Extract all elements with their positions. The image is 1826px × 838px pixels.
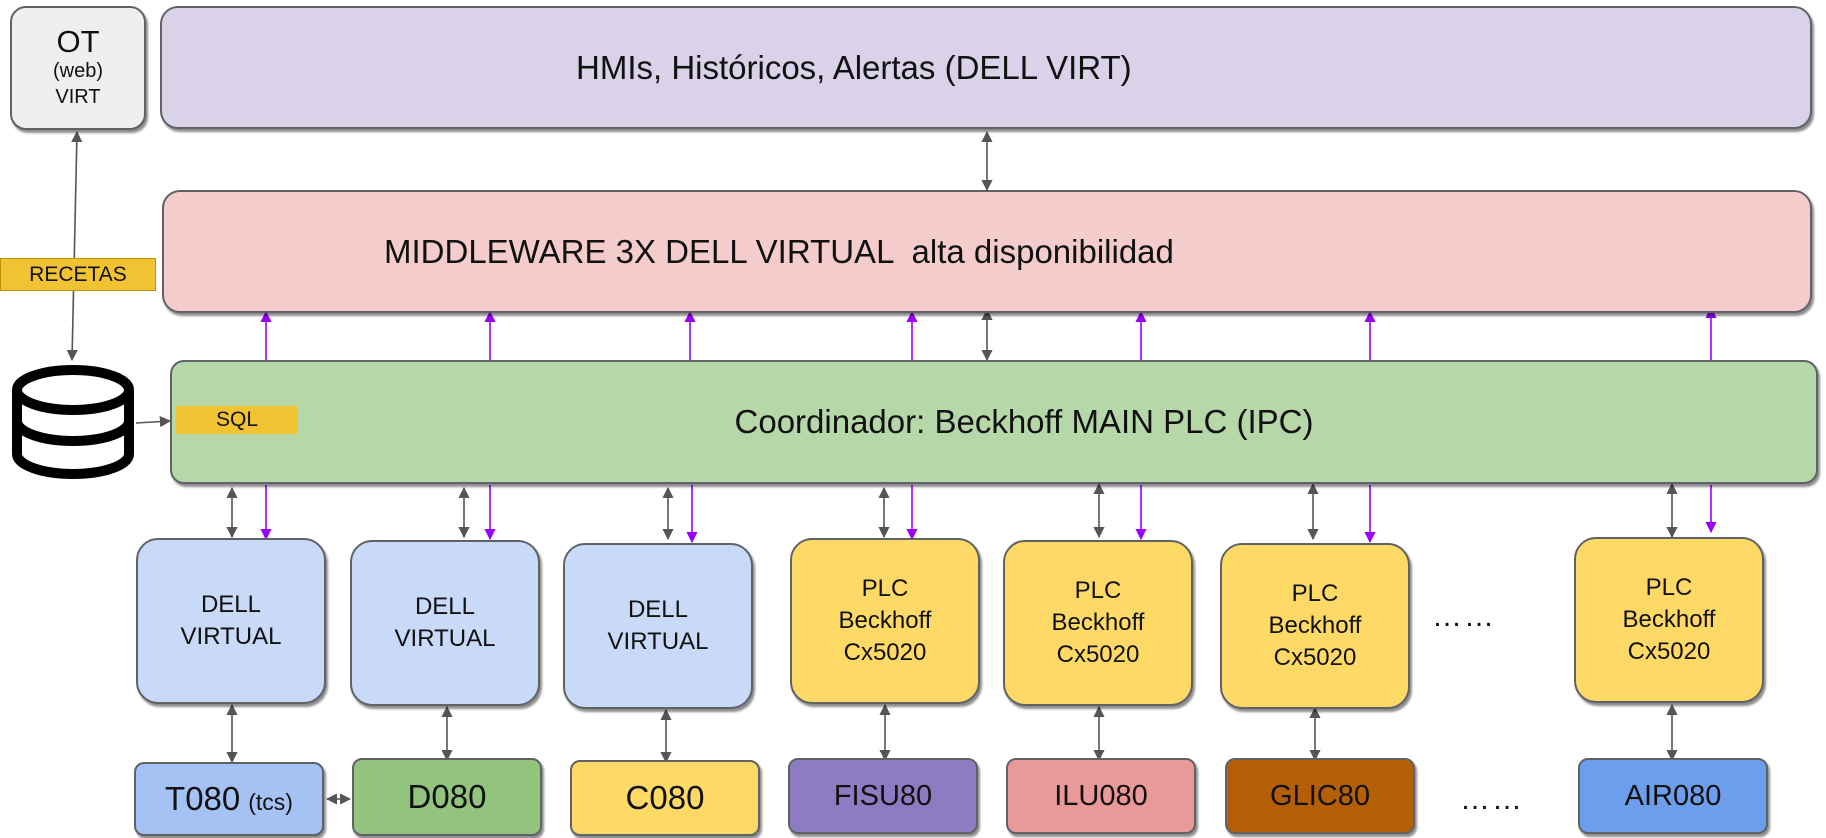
middleware-bar-label: MIDDLEWARE 3X DELL VIRTUAL alta disponib…: [384, 232, 1174, 270]
hmi-bar-label: HMIs, Históricos, Alertas (DELL VIRT): [576, 48, 1132, 86]
machine-box-ilu080: ILU080: [1006, 758, 1196, 834]
controller-label: PLC Beckhoff Cx5020: [1268, 580, 1362, 671]
machine-label: AIR080: [1624, 779, 1722, 812]
machine-label: C080: [625, 779, 705, 816]
controller-box-plc-beckhoff: PLC Beckhoff Cx5020: [1003, 540, 1193, 706]
middleware-bar: MIDDLEWARE 3X DELL VIRTUAL alta disponib…: [162, 190, 1812, 313]
controller-label: DELL VIRTUAL: [394, 593, 496, 652]
recetas-tag: RECETAS: [0, 258, 156, 291]
coordinator-bar-label: Coordinador: Beckhoff MAIN PLC (IPC): [734, 403, 1314, 440]
ot-title: OT: [56, 24, 100, 59]
controllers-ellipsis: ……: [1432, 600, 1496, 633]
machine-box-d080: D080: [352, 758, 542, 836]
coordinator-bar: Coordinador: Beckhoff MAIN PLC (IPC): [170, 360, 1818, 484]
machine-box-glic80: GLIC80: [1225, 758, 1415, 834]
machine-box-t080: T080 (tcs): [134, 762, 324, 836]
controller-box-plc-beckhoff: PLC Beckhoff Cx5020: [1220, 543, 1410, 709]
ot-subtitle-web: (web): [52, 60, 103, 82]
machines-ellipsis: ……: [1460, 783, 1524, 816]
ot-web-virt-box: OT (web) VIRT: [10, 6, 146, 130]
machine-label: FISU80: [833, 779, 933, 812]
machine-box-c080: C080: [570, 760, 760, 836]
database-icon: [12, 365, 134, 479]
controller-label: PLC Beckhoff Cx5020: [1622, 574, 1716, 665]
sql-tag: SQL: [176, 406, 298, 434]
ot-subtitle-virt: VIRT: [55, 86, 101, 108]
controller-label: PLC Beckhoff Cx5020: [1051, 577, 1145, 668]
controller-box-dell-virtual: DELL VIRTUAL: [350, 540, 540, 706]
machine-label: ILU080: [1054, 779, 1148, 812]
machine-label: D080: [407, 778, 487, 815]
controller-label: DELL VIRTUAL: [180, 591, 282, 650]
machine-suffix: (tcs): [248, 788, 293, 815]
controller-box-plc-beckhoff: PLC Beckhoff Cx5020: [790, 538, 980, 704]
machine-box-fisu80: FISU80: [788, 758, 978, 834]
machine-label: T080: [165, 780, 241, 817]
controller-label: DELL VIRTUAL: [607, 596, 709, 655]
controller-label: PLC Beckhoff Cx5020: [838, 575, 932, 666]
controller-box-dell-virtual: DELL VIRTUAL: [136, 538, 326, 704]
controller-box-dell-virtual: DELL VIRTUAL: [563, 543, 753, 709]
controller-box-plc-beckhoff: PLC Beckhoff Cx5020: [1574, 537, 1764, 703]
machine-box-air080: AIR080: [1578, 758, 1768, 834]
hmi-historicos-alertas-bar: HMIs, Históricos, Alertas (DELL VIRT): [160, 6, 1812, 129]
machine-label: GLIC80: [1270, 779, 1370, 812]
